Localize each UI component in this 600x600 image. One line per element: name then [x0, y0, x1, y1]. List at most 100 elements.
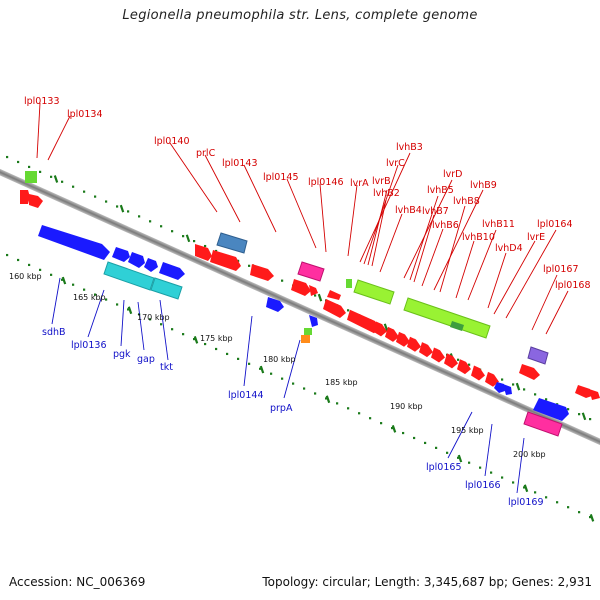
gene-arrow[interactable] [20, 190, 30, 204]
tick-dot [314, 294, 317, 297]
gene-arrow[interactable] [471, 365, 485, 381]
gene-label[interactable]: prlC [196, 148, 216, 159]
gene-arrow[interactable] [347, 309, 380, 334]
major-tick [119, 204, 125, 213]
orange-feature[interactable] [301, 335, 310, 343]
gene-arrow[interactable] [396, 331, 410, 347]
gene-label[interactable]: lpl0136 [71, 340, 107, 351]
gene-arrow[interactable] [485, 371, 499, 387]
tick-dot [424, 441, 427, 445]
gene-label[interactable]: gap [137, 354, 155, 365]
gene-arrow[interactable] [431, 347, 445, 363]
gene-arrow[interactable] [309, 285, 318, 296]
gene-label[interactable]: lvrE [527, 232, 545, 243]
gene-label[interactable]: lvhB10 [462, 232, 495, 243]
gene-label[interactable]: lvhB9 [470, 180, 497, 191]
gene-arrow[interactable] [210, 250, 241, 271]
gene-label[interactable]: lvhB6 [432, 220, 459, 231]
tick-dot [347, 407, 350, 410]
gene-label[interactable]: lvhB7 [422, 206, 449, 217]
gene-arrow[interactable] [407, 336, 421, 352]
gene-label[interactable]: lvrD [443, 169, 462, 180]
gene-label[interactable]: lvhB2 [373, 188, 400, 199]
gene-label[interactable]: lpl0133 [24, 96, 60, 107]
gene-arrow[interactable] [575, 385, 592, 398]
tick-dot [281, 279, 284, 282]
gene-label[interactable]: lpl0134 [67, 109, 103, 120]
gene-arrow[interactable] [444, 353, 458, 369]
gene-label[interactable]: lpl0146 [308, 177, 344, 188]
lime-feature[interactable] [353, 279, 395, 305]
gene-label[interactable]: lvhB8 [453, 196, 480, 207]
lime-feature[interactable] [304, 328, 312, 335]
tick-dot [94, 195, 97, 198]
gene-arrow[interactable] [494, 382, 505, 393]
tick-dot [325, 397, 328, 400]
leader-line [421, 228, 444, 287]
gene-label[interactable]: pgk [113, 349, 131, 360]
steel-feature[interactable] [216, 232, 248, 254]
tick-dot [369, 417, 372, 420]
gene-arrow[interactable] [419, 342, 433, 358]
tick-dot [435, 446, 438, 449]
major-tick [589, 514, 595, 522]
gene-arrow[interactable] [195, 244, 212, 261]
gene-label[interactable]: lpl0144 [228, 390, 264, 401]
gene-arrow[interactable] [38, 225, 110, 260]
tick-dot [358, 412, 361, 415]
gene-label[interactable]: sdhB [42, 327, 66, 338]
gene-label[interactable]: lpl0166 [465, 480, 501, 491]
lime-feature[interactable] [450, 321, 464, 331]
purple-feature[interactable] [527, 346, 549, 365]
gene-arrow[interactable] [327, 290, 341, 300]
gene-label[interactable]: lvhB5 [427, 185, 454, 196]
pink-feature[interactable] [297, 261, 325, 282]
gene-arrow[interactable] [503, 384, 512, 395]
gene-label[interactable]: lvhB3 [396, 142, 423, 153]
gene-arrow[interactable] [323, 299, 346, 318]
gene-arrow[interactable] [112, 247, 130, 262]
gene-arrow[interactable] [159, 262, 185, 280]
tick-dot [94, 293, 97, 296]
gene-arrow[interactable] [385, 326, 399, 342]
gene-label[interactable]: lpl0164 [537, 219, 573, 230]
lime-feature[interactable] [346, 279, 352, 288]
gene-arrow[interactable] [373, 321, 387, 337]
gene-arrow[interactable] [250, 264, 274, 281]
gene-label[interactable]: lvhB11 [482, 219, 515, 230]
pink-feature[interactable] [523, 411, 563, 437]
gene-label[interactable]: lpl0167 [543, 264, 579, 275]
cyan-feature[interactable] [103, 261, 155, 291]
gene-label[interactable]: lpl0169 [508, 497, 544, 508]
gene-label[interactable]: lvhB4 [395, 205, 422, 216]
gene-arrow[interactable] [589, 389, 600, 400]
gene-arrow[interactable] [519, 364, 540, 380]
gene-label[interactable]: lpl0165 [426, 462, 462, 473]
gene-label[interactable]: lvhD4 [495, 243, 523, 254]
gene-label[interactable]: tkt [160, 362, 173, 373]
leader-line [484, 423, 493, 477]
leader-line [371, 199, 387, 267]
gene-label[interactable]: lvrB [372, 176, 391, 187]
gene-arrow[interactable] [533, 398, 569, 421]
gene-label[interactable]: lpl0145 [263, 172, 299, 183]
leader-line [36, 102, 41, 159]
lime-feature[interactable] [403, 297, 491, 339]
gene-arrow[interactable] [457, 359, 471, 375]
gene-arrow[interactable] [291, 279, 311, 296]
gene-label[interactable]: lpl0140 [154, 136, 190, 147]
gene-arrow[interactable] [144, 258, 158, 272]
gene-label[interactable]: lpl0168 [555, 280, 591, 291]
gene-label[interactable]: lvrC [386, 158, 405, 169]
gene-arrow[interactable] [128, 252, 145, 268]
lime-feature[interactable] [25, 171, 37, 183]
tick-row-inner [6, 253, 595, 522]
gene-arrow[interactable] [309, 315, 318, 327]
cyan-feature[interactable] [150, 277, 183, 300]
gene-arrow[interactable] [266, 297, 284, 312]
gene-arrow[interactable] [29, 194, 43, 208]
gene-label[interactable]: lvrA [350, 178, 369, 189]
gene-label[interactable]: prpA [270, 403, 293, 414]
gene-label[interactable]: lpl0143 [222, 158, 258, 169]
